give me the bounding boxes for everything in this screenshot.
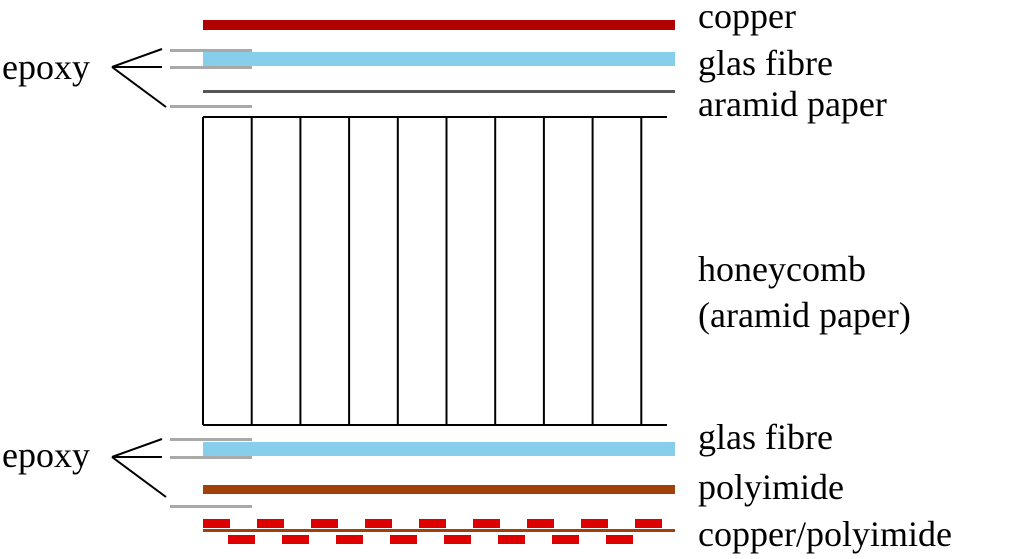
copper-strip [606,535,633,544]
copper-strip [282,535,309,544]
label-glas-fibre-top: glas fibre [698,43,833,83]
copper-strip [419,519,446,528]
copper-strip [581,519,608,528]
polyimide-film-thin [203,529,675,532]
copper-strip [336,535,363,544]
copper-strip [228,535,255,544]
label-polyimide: polyimide [698,467,844,507]
epoxy-film-bottom-2 [170,456,252,459]
epoxy-leader-bottom [111,438,167,498]
label-honeycomb-material: (aramid paper) [698,295,911,335]
copper-strip [527,519,554,528]
epoxy-film-top-2 [170,66,252,69]
copper-strip [311,519,338,528]
aramid-paper-layer [203,90,675,93]
copper-strip [498,535,525,544]
copper-strip [390,535,417,544]
copper-layer-top [203,20,675,30]
label-epoxy-bottom: epoxy [2,435,90,475]
epoxy-film-bottom-1 [170,438,252,441]
epoxy-film-top-1 [170,49,252,52]
honeycomb-core [202,116,667,426]
label-aramid-paper: aramid paper [698,84,887,124]
epoxy-film-bottom-3 [170,505,252,508]
glas-fibre-layer-top [203,52,675,66]
copper-strips-bottom [228,535,633,544]
epoxy-film-top-3 [170,105,252,108]
copper-strip [365,519,392,528]
label-copper-polyimide: copper/polyimide [698,514,952,554]
epoxy-leader-top [111,48,167,108]
copper-strip [552,535,579,544]
label-honeycomb: honeycomb [698,249,866,289]
copper-strip [473,519,500,528]
copper-strip [257,519,284,528]
copper-strip [635,519,662,528]
copper-strips-top [203,519,662,528]
copper-strip [203,519,230,528]
copper-polyimide-layer [203,519,675,544]
label-epoxy-top: epoxy [2,47,90,87]
copper-strip [444,535,471,544]
polyimide-layer [203,485,675,494]
label-glas-fibre-bottom: glas fibre [698,417,833,457]
glas-fibre-layer-bottom [203,442,675,456]
label-copper: copper [698,0,796,36]
